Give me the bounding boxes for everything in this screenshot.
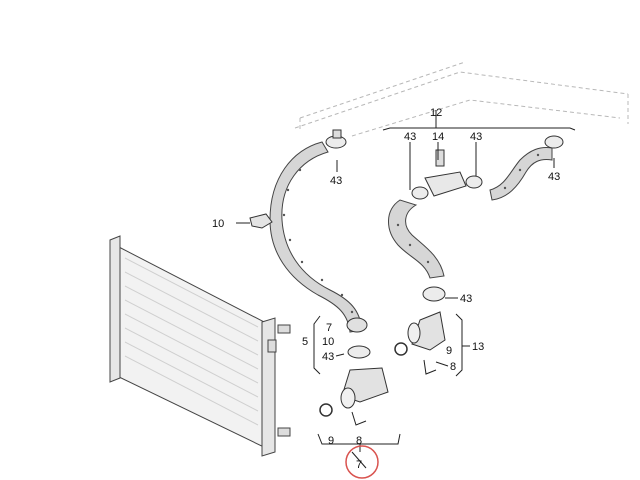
label-14: 14 xyxy=(432,131,444,143)
label-43-top-left: 43 xyxy=(330,175,342,187)
label-5: 5 xyxy=(302,336,308,348)
hose-clamp-43-left xyxy=(325,129,347,149)
hose-clamps-43-right xyxy=(411,135,564,302)
label-7-circled: 7 xyxy=(356,459,362,471)
clip-8-right xyxy=(423,359,437,375)
label-9-b: 9 xyxy=(328,435,334,447)
label-43-c: 43 xyxy=(322,351,334,363)
hose-end-fitting xyxy=(346,317,368,333)
highlight-circle xyxy=(345,445,379,479)
elbow-connector-13 xyxy=(407,311,446,351)
label-8-b: 8 xyxy=(356,435,362,447)
label-43-right: 43 xyxy=(548,171,560,183)
label-10-left: 10 xyxy=(212,218,224,230)
clip-8-left xyxy=(351,411,367,426)
label-43-mid: 43 xyxy=(460,293,472,305)
label-43-a: 43 xyxy=(404,131,416,143)
part-labels: 43 10 12 43 14 43 43 43 7 5 10 43 9 13 8… xyxy=(212,107,560,471)
label-9-a: 9 xyxy=(446,345,452,357)
label-13: 13 xyxy=(472,341,484,353)
seal-ring-9-right xyxy=(394,342,408,356)
radiator xyxy=(109,235,291,457)
lower-connector-7 xyxy=(340,345,389,409)
t-connector-14 xyxy=(424,149,467,197)
label-7-a: 7 xyxy=(326,322,332,334)
clip-10 xyxy=(249,213,273,229)
label-8-a: 8 xyxy=(450,361,456,373)
branch-hose-right xyxy=(489,147,553,201)
upper-hose-right xyxy=(388,199,445,279)
label-10-b: 10 xyxy=(322,336,334,348)
seal-ring-9-left xyxy=(319,403,333,417)
dashed-frame xyxy=(294,61,629,137)
label-12: 12 xyxy=(430,107,442,119)
label-43-b: 43 xyxy=(470,131,482,143)
upper-hose-left xyxy=(269,141,363,333)
leader-lines xyxy=(236,110,576,469)
